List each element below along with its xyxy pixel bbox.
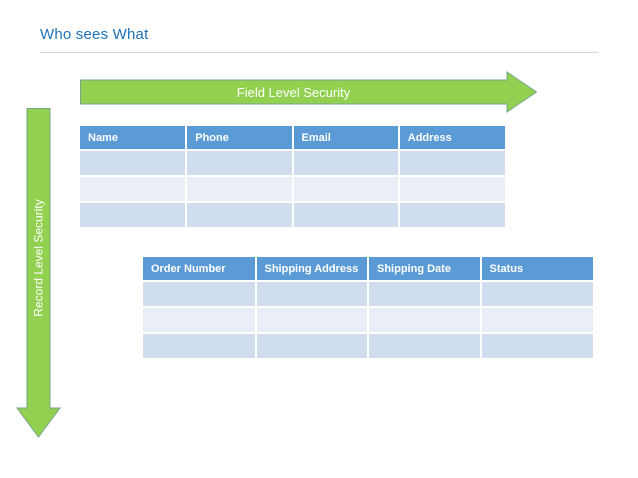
table-cell [255, 281, 369, 308]
table-cell [143, 281, 257, 308]
table-row [80, 150, 505, 177]
table-cell [255, 333, 369, 360]
table-cell [80, 202, 188, 229]
column-header: Shipping Address [255, 257, 369, 282]
table-cell [368, 333, 482, 360]
column-header: Status [480, 257, 593, 282]
table-cell [480, 333, 593, 360]
table-cell [292, 202, 400, 229]
table-cell [186, 150, 294, 177]
page-title: Who sees What [40, 26, 149, 43]
table-cell [480, 307, 593, 334]
field-level-security-label: Field Level Security [236, 84, 351, 100]
column-header: Order Number [143, 257, 257, 282]
column-header: Email [292, 126, 400, 151]
table-cell [80, 150, 188, 177]
table-cell [186, 176, 294, 203]
table-cell [368, 307, 482, 334]
table-cell [186, 202, 294, 229]
right-arrow-icon [80, 71, 538, 113]
table-cell [255, 307, 369, 334]
table-cell [480, 281, 593, 308]
table-row [80, 202, 505, 229]
table-cell [398, 176, 505, 203]
down-arrow-icon [16, 108, 61, 438]
table-row [143, 307, 593, 334]
table-cell [398, 150, 505, 177]
table-cell [292, 150, 400, 177]
table-cell [292, 176, 400, 203]
record-level-security-label: Record Level Security [31, 199, 46, 317]
table-cell [368, 281, 482, 308]
column-header: Address [398, 126, 505, 151]
title-divider [40, 52, 598, 53]
table-cell [143, 307, 257, 334]
column-header: Name [80, 126, 188, 151]
table-row [143, 281, 593, 308]
table-row [143, 333, 593, 360]
table-cell [143, 333, 257, 360]
table-cell [398, 202, 505, 229]
column-header: Phone [186, 126, 294, 151]
column-header: Shipping Date [368, 257, 482, 282]
table-row [80, 176, 505, 203]
table-cell [80, 176, 188, 203]
